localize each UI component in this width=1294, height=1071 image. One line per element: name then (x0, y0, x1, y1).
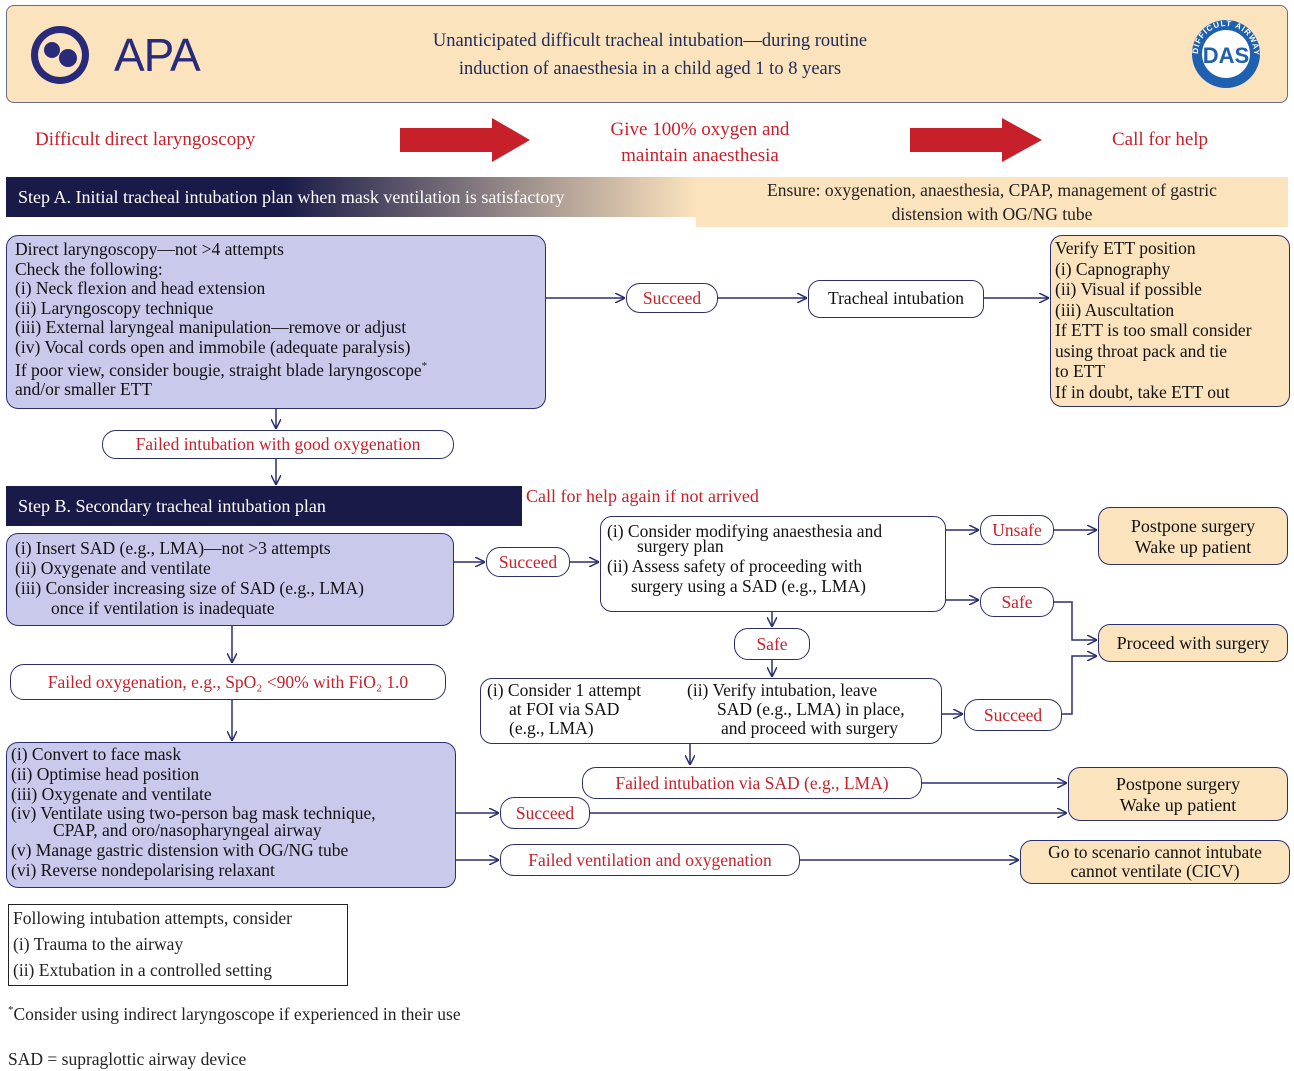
call-for-help-label: Call for help (1112, 129, 1209, 150)
foi-via-sad-box: (i) Consider 1 attempt at FOI via SAD (e… (480, 678, 942, 744)
svg-text:DAS: DAS (1203, 43, 1249, 68)
failed-ventilation-pill: Failed ventilation and oxygenation (500, 844, 800, 876)
header-banner (6, 5, 1288, 103)
red-arrow-1 (400, 118, 530, 162)
succeed-pill-foi: Succeed (964, 699, 1062, 731)
consider-modifying-box: (i) Consider modifying anaesthesia and s… (600, 516, 946, 612)
step-a-ensure-note: Ensure: oxygenation, anaesthesia, CPAP, … (696, 177, 1288, 227)
cicv-box: Go to scenario cannot intubate cannot ve… (1020, 840, 1290, 884)
page-title: Unanticipated difficult tracheal intubat… (432, 31, 868, 79)
apa-emblem-icon (31, 26, 89, 84)
difficult-laryngoscopy-label: Difficult direct laryngoscopy (35, 129, 256, 150)
unsafe-pill: Unsafe (980, 515, 1054, 545)
failed-oxygenation-pill: Failed oxygenation, e.g., SpO₂ <90% with… (10, 664, 446, 700)
succeed-pill-mask: Succeed (500, 797, 590, 829)
face-mask-box: (i) Convert to face mask (ii) Optimise h… (6, 742, 456, 888)
following-attempts-box: Following intubation attempts, consider … (8, 904, 348, 986)
apa-logo-text: APA (114, 29, 201, 81)
postpone-surgery-box-2: Postpone surgery Wake up patient (1068, 767, 1288, 821)
postpone-surgery-box-1: Postpone surgery Wake up patient (1098, 507, 1288, 565)
step-a-bar: Step A. Initial tracheal intubation plan… (6, 177, 696, 217)
proceed-with-surgery-box: Proceed with surgery (1098, 624, 1288, 662)
sad-definition: SAD = supraglottic airway device (8, 1049, 247, 1069)
das-logo: DIFFICULT AIRWAY SOCIETY DAS (1186, 11, 1262, 90)
verify-ett-box: Verify ETT position (i) Capnography (ii)… (1050, 235, 1290, 407)
tracheal-intubation-box: Tracheal intubation (808, 280, 984, 318)
safe-pill-right: Safe (980, 587, 1054, 617)
succeed-pill-a: Succeed (626, 283, 718, 313)
das-emblem-icon: DIFFICULT AIRWAY SOCIETY DAS (1186, 11, 1260, 88)
step-b-bar: Step B. Secondary tracheal intubation pl… (6, 486, 522, 526)
failed-intubation-good-oxygenation: Failed intubation with good oxygenation (102, 430, 454, 459)
footnote: *Consider using indirect laryngoscope if… (8, 1004, 461, 1024)
red-arrow-2 (910, 118, 1042, 162)
succeed-pill-sad: Succeed (486, 547, 570, 577)
apa-logo: APA (28, 20, 208, 90)
direct-laryngoscopy-box: Direct laryngoscopy—not >4 attempts Chec… (6, 235, 546, 409)
foi-column-2: (ii) Verify intubation, leave SAD (e.g.,… (687, 680, 905, 738)
call-for-help-again: Call for help again if not arrived (526, 486, 759, 506)
insert-sad-box: (i) Insert SAD (e.g., LMA)—not >3 attemp… (6, 533, 454, 626)
foi-column-1: (i) Consider 1 attempt at FOI via SAD (e… (487, 680, 642, 738)
failed-intubation-via-sad: Failed intubation via SAD (e.g., LMA) (582, 767, 922, 799)
safe-pill-below: Safe (734, 628, 810, 660)
give-oxygen-label: Give 100% oxygen and maintain anaesthesi… (610, 119, 790, 166)
